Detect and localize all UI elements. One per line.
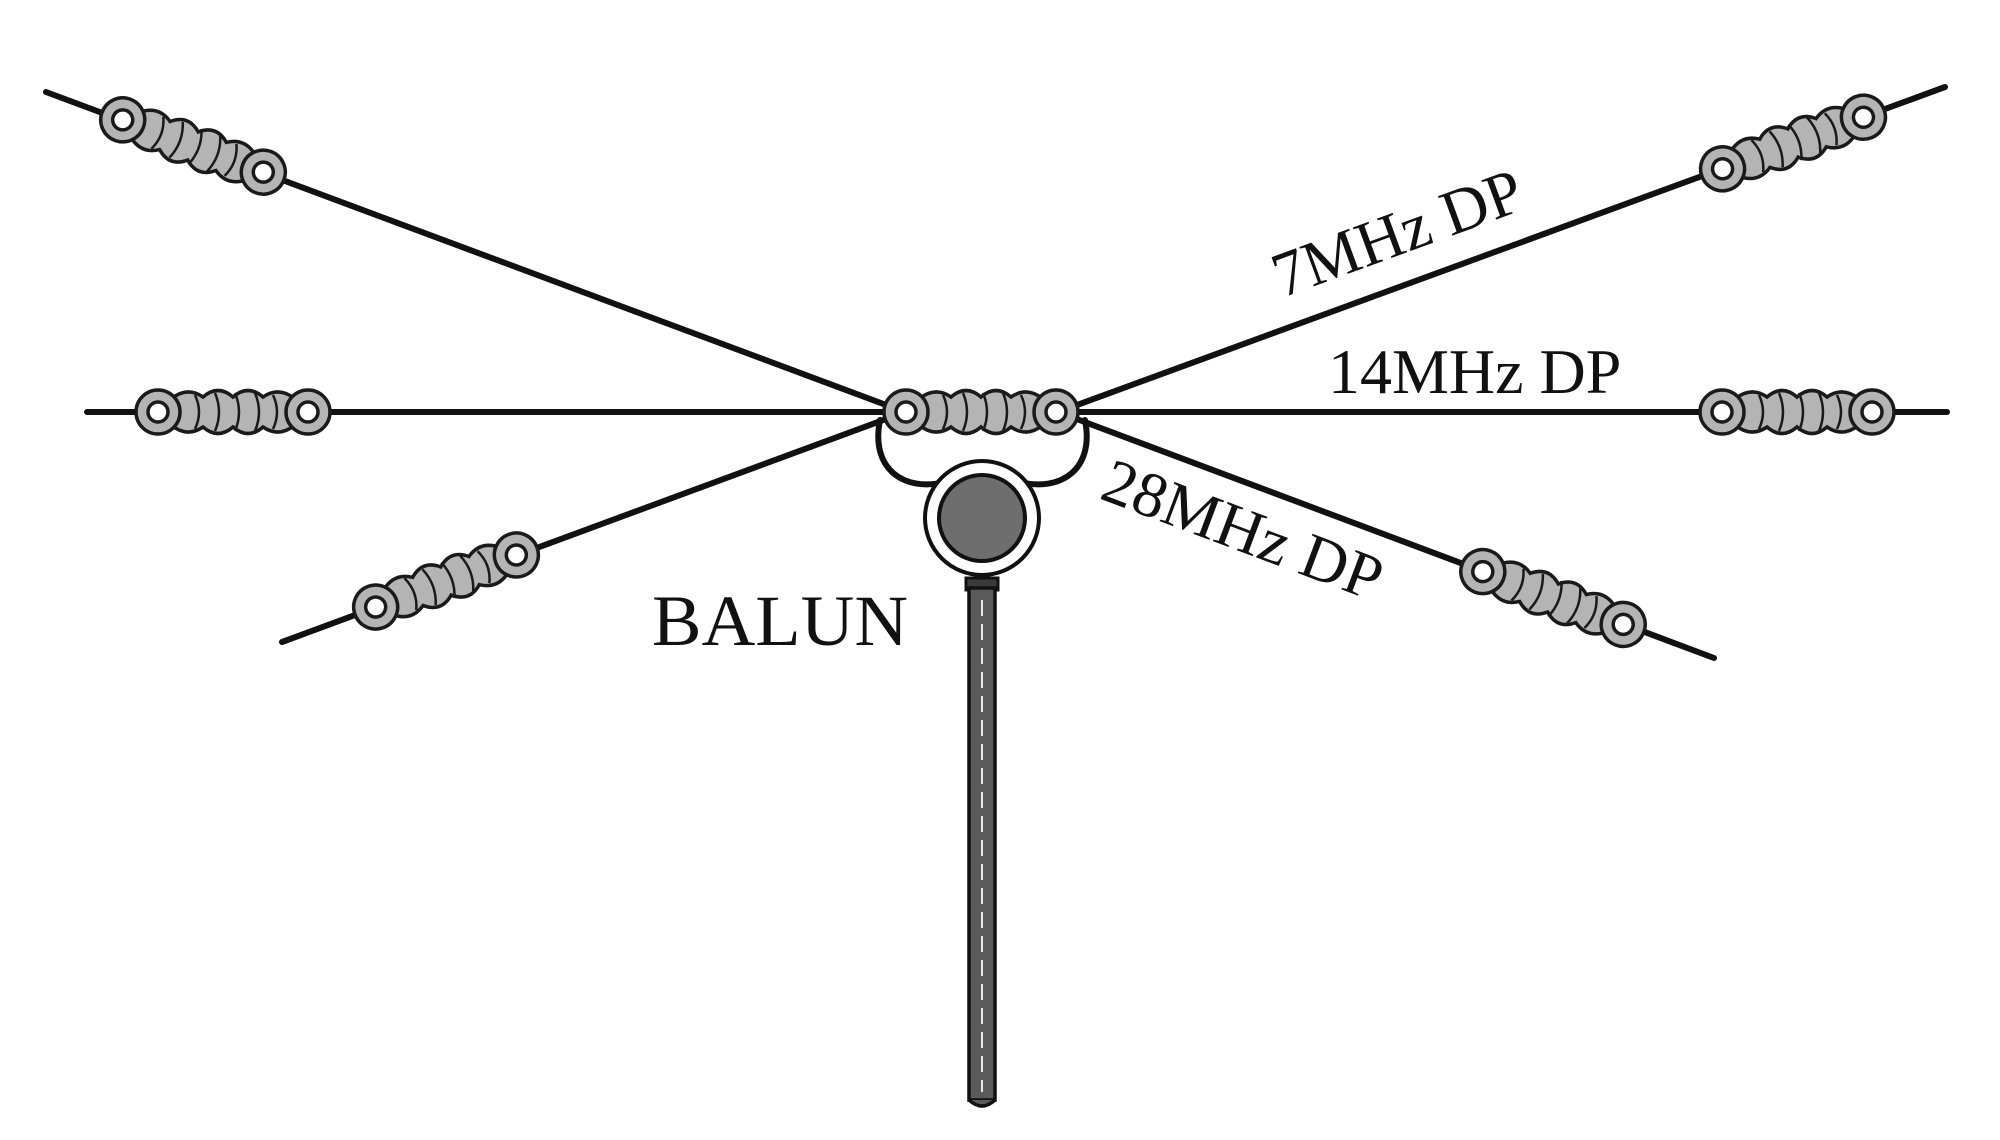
balun-feed-loop-right xyxy=(1017,417,1090,488)
insulator-28mhz-right xyxy=(1452,541,1654,655)
coax-feedline xyxy=(964,576,1000,1108)
insulator-center xyxy=(882,388,1080,436)
insulator-7mhz-right xyxy=(1692,87,1894,199)
label-28mhz-dp: 28MHz DP xyxy=(1093,445,1393,615)
insulator-28mhz-left xyxy=(345,524,547,638)
insulator-14mhz-left xyxy=(134,388,332,436)
balun-feed-loop-left xyxy=(875,417,948,488)
balun-unit xyxy=(923,459,1041,577)
label-balun: BALUN xyxy=(652,581,908,661)
label-14mhz-dp: 14MHz DP xyxy=(1328,336,1621,407)
insulator-7mhz-left xyxy=(92,89,294,203)
insulator-14mhz-right xyxy=(1698,388,1896,436)
